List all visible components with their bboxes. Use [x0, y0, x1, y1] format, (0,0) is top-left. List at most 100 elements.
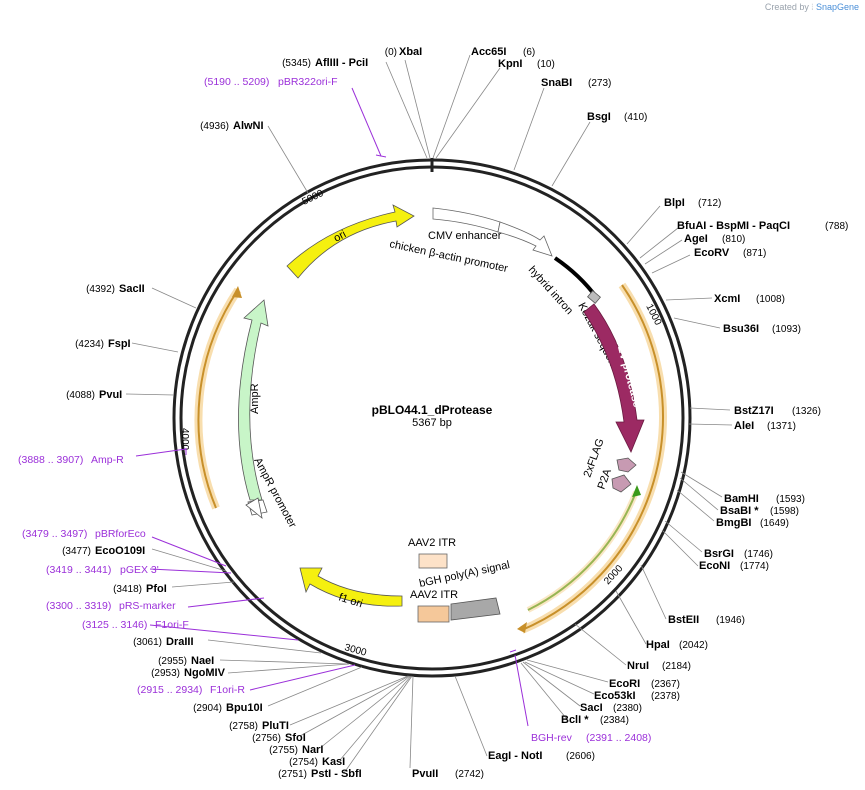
ampr-arrow[interactable] [238, 299, 269, 501]
enzyme-name-pluti[interactable]: PluTI [262, 720, 289, 732]
cba-promoter-arrow[interactable] [497, 221, 553, 257]
enzyme-pos-bsgi: (410) [624, 112, 647, 123]
bgh-polya-box[interactable] [450, 597, 501, 621]
enzyme-name-hpai[interactable]: HpaI [646, 639, 670, 651]
ori-label: ori [332, 228, 348, 244]
enzyme-name-bfuai[interactable]: BfuAI - BspMI - PaqCI [677, 220, 790, 232]
enzyme-name-bmgbi[interactable]: BmgBI [716, 517, 751, 529]
primer-name-pbr322ori-f[interactable]: pBR322ori-F [278, 76, 338, 88]
primer-name-prs-marker[interactable]: pRS-marker [119, 600, 176, 612]
enzyme-name-saci[interactable]: SacI [580, 702, 603, 714]
amp-orf-arrow[interactable] [197, 289, 239, 509]
tev-orf-arrow[interactable] [521, 284, 664, 631]
enzyme-name-xcmi[interactable]: XcmI [714, 293, 740, 305]
enzyme-pos-pluti: (2758) [229, 721, 258, 732]
enzyme-pos-naei: (2955) [158, 656, 187, 667]
aav2-itr-top-box[interactable] [418, 553, 448, 569]
enzyme-name-eco53ki[interactable]: Eco53kI [594, 690, 636, 702]
enzyme-pos-bstz17i: (1326) [792, 406, 821, 417]
enzyme-name-eagi[interactable]: EagI - NotI [488, 750, 542, 762]
enzyme-name-bcli[interactable]: BclI * [561, 714, 589, 726]
enzyme-name-afliii[interactable]: AflIII - PciI [315, 57, 368, 69]
enzyme-name-bstz17i[interactable]: BstZ17I [734, 405, 774, 417]
enzyme-pos-hpai: (2042) [679, 640, 708, 651]
enzyme-name-pvui[interactable]: PvuI [99, 389, 122, 401]
enzyme-pos-xbai: (0) [385, 47, 397, 58]
enzyme-pos-bsteii: (1946) [716, 615, 745, 626]
enzyme-name-snabi[interactable]: SnaBI [541, 77, 572, 89]
enzyme-pos-eagi: (2606) [566, 751, 595, 762]
cba-promoter-label: chicken β-actin promoter [388, 238, 509, 275]
cmv-enhancer-arrow[interactable] [432, 207, 501, 233]
enzyme-name-agei[interactable]: AgeI [684, 233, 708, 245]
enzyme-name-econi[interactable]: EcoNI [699, 560, 730, 572]
f1-ori-arrow[interactable] [299, 567, 403, 607]
enzyme-pos-bcli: (2384) [600, 715, 629, 726]
primer-name-pbrforeco[interactable]: pBRforEco [95, 528, 146, 540]
tev-protease-arrow[interactable] [583, 303, 645, 453]
flag-arrow[interactable] [616, 457, 637, 473]
aav2-itr-bottom-label: AAV2 ITR [410, 589, 458, 601]
enzyme-name-ecoo109i[interactable]: EcoO109I [95, 545, 145, 557]
primer-name-bgh-rev[interactable]: BGH-rev [531, 732, 573, 744]
enzyme-name-bsrgi[interactable]: BsrGI [704, 548, 734, 560]
enzyme-pos-draiii: (3061) [133, 637, 162, 648]
enzyme-name-psti[interactable]: PstI - SbfI [311, 768, 362, 780]
enzyme-name-kasi[interactable]: KasI [322, 756, 345, 768]
primer-name-f1ori-r[interactable]: F1ori-R [210, 684, 245, 696]
enzyme-name-alwni[interactable]: AlwNI [233, 120, 264, 132]
enzyme-name-acc65i[interactable]: Acc65I [471, 46, 506, 58]
enzyme-pos-fspi: (4234) [75, 339, 104, 350]
primer-labels: (5190 .. 5209) pBR322ori-F (3888 .. 3907… [18, 76, 651, 744]
enzyme-name-bsu36i[interactable]: Bsu36I [723, 323, 759, 335]
enzyme-name-ecorv[interactable]: EcoRV [694, 247, 730, 259]
primer-name-pgex3[interactable]: pGEX 3' [120, 564, 159, 576]
p2a-label: P2A [596, 467, 615, 491]
enzyme-name-sfoi[interactable]: SfoI [285, 732, 306, 744]
enzyme-name-nrui[interactable]: NruI [627, 660, 649, 672]
primer-name-f1ori-f[interactable]: F1ori-F [155, 619, 189, 631]
aav2-itr-top-label: AAV2 ITR [408, 537, 456, 549]
enzyme-pos-eco53ki: (2378) [651, 691, 680, 702]
enzyme-name-pvuii[interactable]: PvuII [412, 768, 438, 780]
kozak-marker[interactable] [587, 290, 601, 304]
enzyme-name-xbai[interactable]: XbaI [399, 46, 422, 58]
enzyme-name-sacii[interactable]: SacII [119, 283, 145, 295]
ampr-label: AmpR [249, 383, 261, 414]
enzyme-name-alei[interactable]: AleI [734, 420, 754, 432]
ori-arrow[interactable] [286, 204, 415, 279]
enzyme-name-ngomiv[interactable]: NgoMIV [184, 667, 226, 679]
enzyme-pos-ecoo109i: (3477) [62, 546, 91, 557]
enzyme-pos-sacii: (4392) [86, 284, 115, 295]
primer-name-amp-r[interactable]: Amp-R [91, 454, 124, 466]
enzyme-name-bsteii[interactable]: BstEII [668, 614, 699, 626]
enzyme-labels: (0) XbaI Acc65I (6) KpnI (10) SnaBI (273… [62, 46, 848, 780]
enzyme-name-naei[interactable]: NaeI [191, 655, 214, 667]
enzyme-name-ecori[interactable]: EcoRI [609, 678, 640, 690]
enzyme-name-nari[interactable]: NarI [302, 744, 323, 756]
primer-range-amp-r: (3888 .. 3907) [18, 454, 83, 466]
enzyme-pos-ngomiv: (2953) [151, 668, 180, 679]
plasmid-length: 5367 bp [412, 417, 452, 429]
enzyme-name-fspi[interactable]: FspI [108, 338, 131, 350]
enzyme-pos-econi: (1774) [740, 561, 769, 572]
aav2-itr-bottom-box[interactable] [417, 605, 450, 623]
credit-prefix: Created by [764, 2, 809, 12]
enzyme-name-draiii[interactable]: DraIII [166, 636, 194, 648]
tev-orf-arrowhead [517, 622, 527, 633]
hybrid-intron-label: hybrid intron [526, 264, 575, 317]
credit-brand: SnapGene [815, 2, 859, 12]
enzyme-pos-kpni: (10) [537, 59, 555, 70]
enzyme-name-bsabi[interactable]: BsaBI * [720, 505, 759, 517]
enzyme-name-pfoi[interactable]: PfoI [146, 583, 167, 595]
enzyme-name-bsgi[interactable]: BsgI [587, 111, 611, 123]
enzyme-name-kpni[interactable]: KpnI [498, 58, 522, 70]
hybrid-intron-line[interactable] [553, 256, 599, 300]
enzyme-name-bpu10i[interactable]: Bpu10I [226, 702, 263, 714]
cmv-enhancer-label: CMV enhancer [428, 230, 502, 242]
enzyme-name-bamhi[interactable]: BamHI [724, 493, 759, 505]
enzyme-pos-bsabi: (1598) [770, 506, 799, 517]
enzyme-name-blpi[interactable]: BlpI [664, 197, 685, 209]
p2a-arrow[interactable] [611, 474, 632, 493]
